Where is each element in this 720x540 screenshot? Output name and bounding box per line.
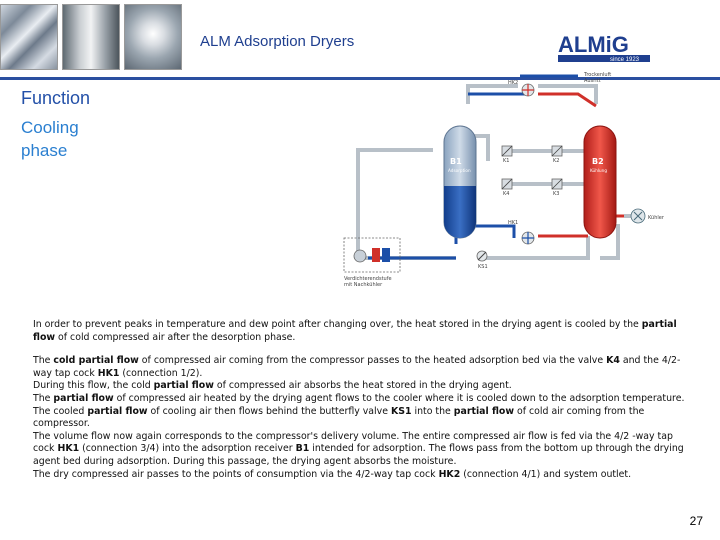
header-divider — [0, 77, 720, 80]
label-outlet-1: Trockenluft — [583, 72, 611, 78]
turbine-image — [124, 4, 182, 70]
label-hk2: HK2 — [508, 80, 518, 86]
subtitle-line-1: Cooling — [21, 118, 79, 137]
paragraph-volume-flow: The volume flow now again corresponds to… — [33, 430, 684, 467]
label-k4: K4 — [503, 191, 509, 197]
compressor-stage — [343, 237, 401, 273]
tap-cock-hk1 — [521, 231, 535, 245]
subtitle-line-2: phase — [21, 141, 68, 160]
label-cooler: Kühler — [648, 215, 665, 221]
description-text: In order to prevent peaks in temperature… — [33, 319, 693, 481]
vessel-b2-sublabel: Kühlung — [590, 168, 607, 173]
paragraph-cold-flow: The cold partial flow of compressed air … — [33, 355, 681, 379]
label-k3: K3 — [553, 191, 559, 197]
paragraph-cooler: The partial flow of compressed air heate… — [33, 392, 685, 430]
almig-logo: ALMiG since 1923 — [558, 32, 650, 63]
paragraph-outlet: The dry compressed air passes to the poi… — [33, 468, 632, 480]
label-outlet-2: Ausritt — [584, 78, 601, 84]
vessel-b2-label: B2 — [592, 157, 604, 166]
logo-tagline: since 1923 — [610, 57, 640, 63]
screw-rotor-image — [0, 4, 58, 70]
vessel-b1-sublabel: Adsorption — [448, 168, 471, 173]
header-image-strip — [0, 0, 182, 76]
dryer-flow-diagram: B1 Adsorption B2 Kühlung — [343, 72, 665, 288]
section-title: Function — [21, 88, 91, 108]
label-compressor-1: Verdichterendstufe — [344, 276, 392, 282]
logo-wordmark: ALMiG — [558, 32, 629, 57]
page-number: 27 — [689, 514, 703, 528]
section-subtitle: Cooling phase — [21, 116, 111, 162]
label-ks1: KS1 — [478, 264, 488, 270]
label-k2: K2 — [553, 158, 559, 164]
paragraph-intro: In order to prevent peaks in temperature… — [33, 319, 677, 343]
vessel-b1: B1 Adsorption — [443, 125, 477, 239]
header-title: ALM Adsorption Dryers — [200, 33, 355, 50]
label-k1: K1 — [503, 158, 509, 164]
paragraph-heat-absorb: During this flow, the cold partial flow … — [33, 380, 512, 392]
butterfly-valve-ks1 — [476, 250, 488, 262]
label-hk1: HK1 — [508, 220, 518, 226]
vessel-b2: B2 Kühlung — [583, 125, 617, 239]
cooler-fan — [630, 208, 646, 224]
vessel-b1-label: B1 — [450, 157, 462, 166]
valve-markings — [501, 145, 563, 190]
tap-cock-hk2 — [521, 83, 535, 97]
label-compressor-2: mit Nachkühler — [344, 282, 383, 288]
piston-image — [62, 4, 120, 70]
